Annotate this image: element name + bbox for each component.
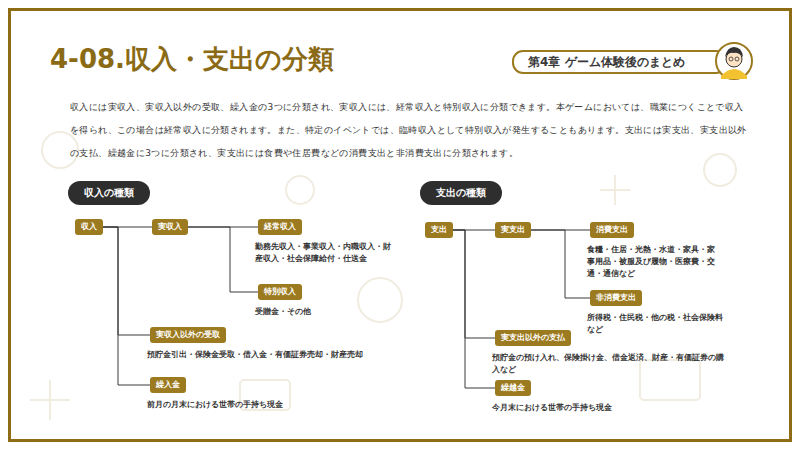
tree-connector [453,230,495,388]
node-description: 今月末における世帯の手持ち現金 [492,402,712,414]
category-box: 実収入以外の受取預貯金引出・保険金受取・借入金・有価証券売却・財産売却 [150,327,226,343]
node-heading: 支出の種類 [436,187,486,199]
node-description: 食糧・住居・光熱・水道・家具・家事用品・被服及び履物・医療費・交通・通信など [587,244,722,280]
node-heading: 経常収入 [264,222,296,232]
category-box: 支出 [425,222,453,238]
node-heading: 繰越金 [501,383,525,393]
section-header: 収入の種類 [68,181,150,205]
tree-connector [453,230,495,338]
tree-connector [103,227,150,385]
node-description: 所得税・住民税・他の税・社会保険料など [587,312,727,336]
node-heading: 実支出以外の支払 [501,333,565,343]
node-heading: 非消費支出 [596,293,636,303]
category-box: 経常収入勤務先収入・事業収入・内職収入・財産収入・社会保障給付・仕送金 [258,219,302,235]
category-box: 収入 [75,219,103,235]
description-text: 収入には実収入、実収入以外の受取、繰入金の3つに分類され、実収入には、経常収入と… [70,96,750,165]
node-heading: 消費支出 [596,225,628,235]
node-heading: 第4章 ゲーム体験後のまとめ [528,55,685,69]
tree-connector [188,227,258,292]
node-description: 前月の月末における世帯の手持ち現金 [147,399,367,411]
node-description: 勤務先収入・事業収入・内職収入・財産収入・社会保障給付・仕送金 [255,241,395,265]
node-heading: 実支出 [501,225,525,235]
node-heading: 収入の種類 [84,187,134,199]
category-box: 特別収入受贈金・その他 [258,284,302,300]
section-header: 支出の種類 [420,181,502,205]
tree-connector [103,227,150,335]
category-box: 実支出 [495,222,531,238]
node-description: 受贈金・その他 [255,306,365,318]
node-description: 預貯金の預け入れ、保険掛け金、借金返済、財産・有価証券の購入など [492,352,727,376]
node-heading: 支出 [431,225,447,235]
category-box: 繰越金今月末における世帯の手持ち現金 [495,380,531,396]
category-box: 非消費支出所得税・住民税・他の税・社会保険料など [590,290,642,306]
node-heading: 繰入金 [156,380,180,390]
node-description: 預貯金引出・保険金受取・借入金・有価証券売却・財産売却 [147,349,387,361]
category-box: 繰入金前月の月末における世帯の手持ち現金 [150,377,186,393]
node-heading: 収入 [81,222,97,232]
category-box: 消費支出食糧・住居・光熱・水道・家具・家事用品・被服及び履物・医療費・交通・通信… [590,222,634,238]
chapter-badge: 第4章 ゲーム体験後のまとめ [512,50,727,74]
node-heading: 特別収入 [264,287,296,297]
tree-connector [531,230,590,298]
node-heading: 実収入 [158,222,182,232]
category-box: 実支出以外の支払預貯金の預け入れ、保険掛け金、借金返済、財産・有価証券の購入など [495,330,571,346]
page-title: 4-08.収入・支出の分類 [50,42,334,77]
node-heading: 実収入以外の受取 [156,330,220,340]
category-box: 実収入 [152,219,188,235]
